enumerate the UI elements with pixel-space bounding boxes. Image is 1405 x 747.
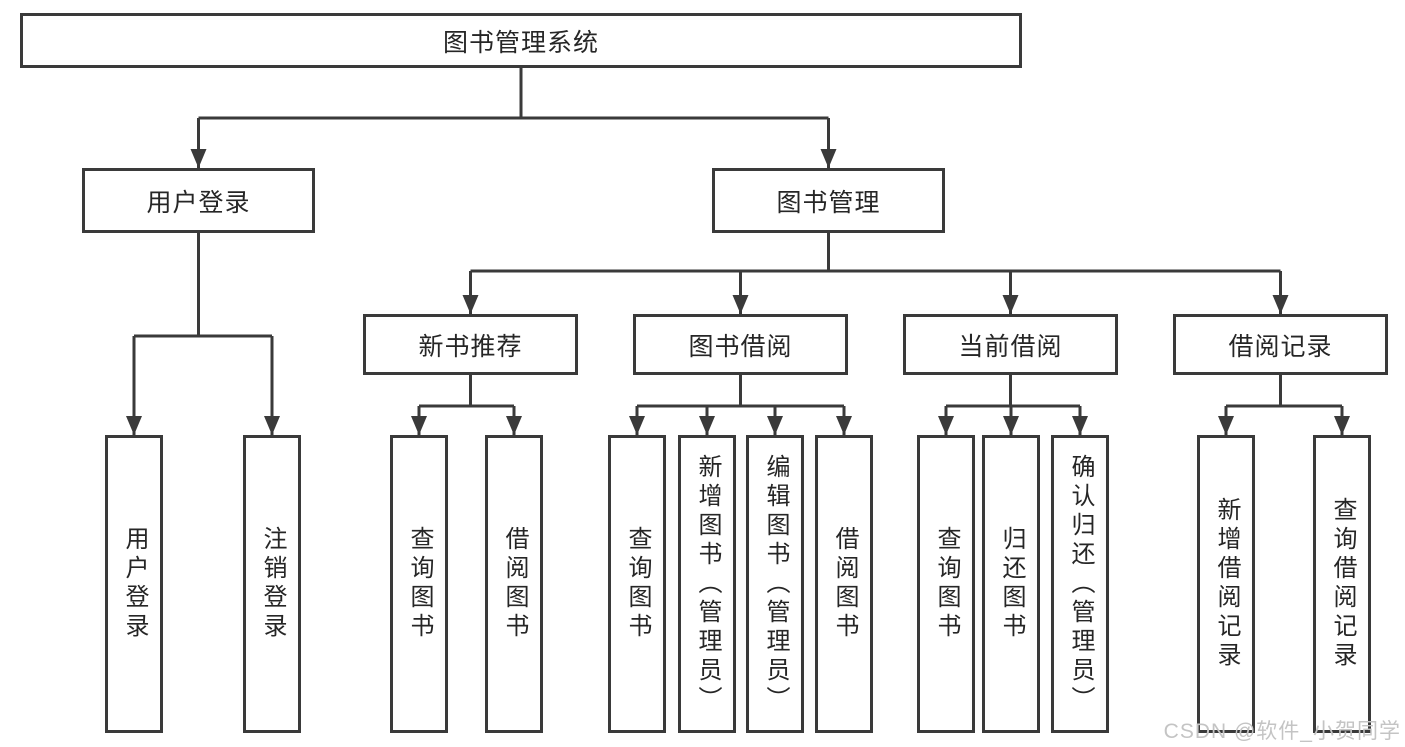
node-book-management: 图书管理 <box>712 168 945 233</box>
leaf-query-books-current: 查询图书 <box>917 435 975 733</box>
leaf-query-books-recommend: 查询图书 <box>390 435 448 733</box>
node-book-borrow: 图书借阅 <box>633 314 848 375</box>
connector-book-mgmt-to-level3 <box>469 233 1282 314</box>
leaf-logout: 注销登录 <box>243 435 301 733</box>
leaf-borrow-books: 借阅图书 <box>815 435 873 733</box>
node-root-system: 图书管理系统 <box>20 13 1022 68</box>
connector-new-books-children <box>417 375 516 435</box>
connector-user-login-children <box>132 233 274 435</box>
node-borrow-records: 借阅记录 <box>1173 314 1388 375</box>
node-new-book-recommend: 新书推荐 <box>363 314 578 375</box>
leaf-return-books: 归还图书 <box>982 435 1040 733</box>
csdn-watermark: CSDN @软件_小贺同学 <box>1163 720 1401 743</box>
leaf-query-books-borrow: 查询图书 <box>608 435 666 733</box>
connector-root-to-level2 <box>197 68 830 168</box>
leaf-query-borrow-record: 查询借阅记录 <box>1313 435 1371 733</box>
connector-records-children <box>1224 375 1344 435</box>
leaf-confirm-return-admin: 确认归还（管理员） <box>1051 435 1109 733</box>
connector-borrow-children <box>635 375 846 435</box>
leaf-edit-books-admin: 编辑图书（管理员） <box>746 435 804 733</box>
node-current-borrow: 当前借阅 <box>903 314 1118 375</box>
leaf-add-borrow-record: 新增借阅记录 <box>1197 435 1255 733</box>
leaf-user-login: 用户登录 <box>105 435 163 733</box>
leaf-borrow-books-recommend: 借阅图书 <box>485 435 543 733</box>
node-user-login: 用户登录 <box>82 168 315 233</box>
leaf-add-books-admin: 新增图书（管理员） <box>678 435 736 733</box>
